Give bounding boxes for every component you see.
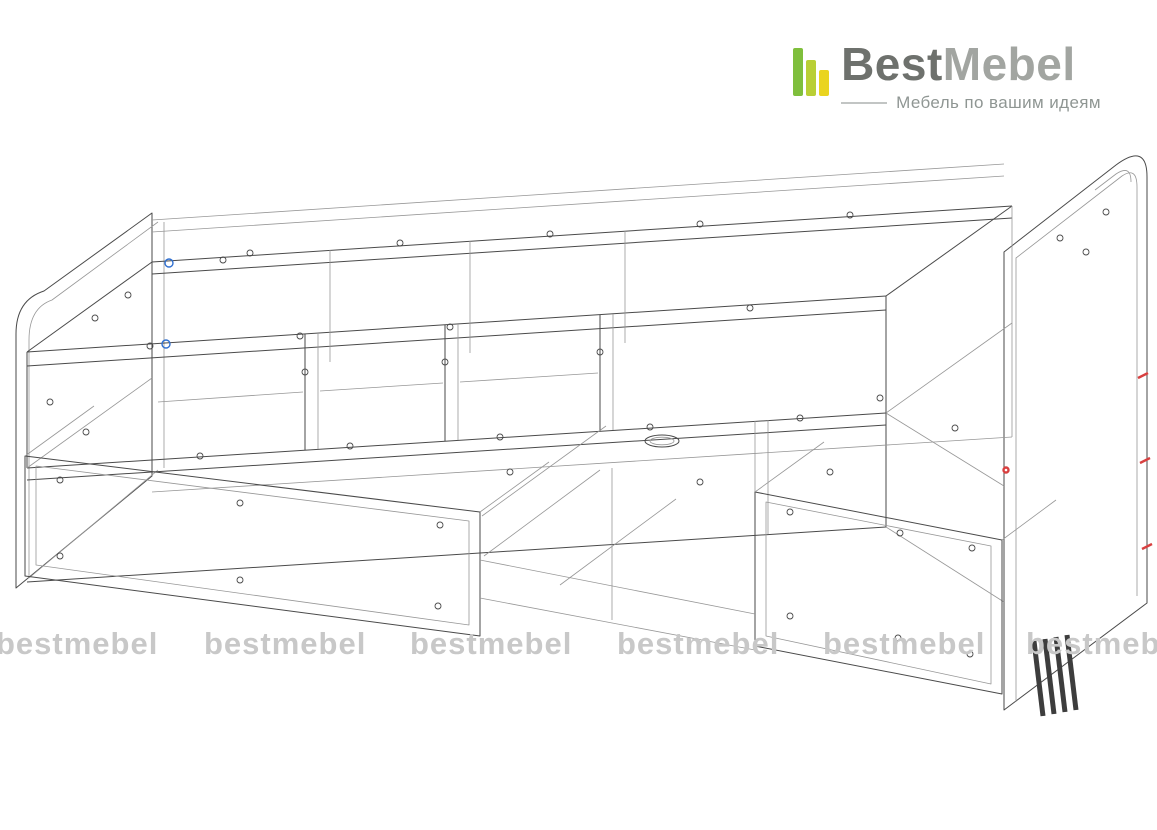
right-drawer (754, 441, 1057, 695)
tagline-rule (841, 102, 888, 105)
connector-marks-red (1002, 371, 1153, 551)
brand-name-secondary: Mebel (942, 38, 1076, 90)
right-side-panel (1003, 155, 1148, 711)
brand-tagline-row: Мебель по вашим идеям (841, 93, 1101, 113)
watermark-text: bestmebel (0, 626, 159, 661)
watermark-text: bestmebel (1026, 626, 1157, 661)
brand-name: BestMebel (841, 40, 1101, 88)
cable-grommet (644, 434, 680, 448)
brand-bar-yellow (819, 70, 830, 96)
connector-marks-blue (161, 258, 174, 349)
brand-tagline: Мебель по вашим идеям (896, 93, 1101, 113)
loose-slats (1031, 634, 1079, 717)
middle-compartment-lines (479, 425, 756, 651)
watermark-text: bestmebel (823, 626, 986, 661)
watermark-text: bestmebel (410, 626, 573, 661)
brand-bar-green (793, 48, 804, 96)
carcass-frame (26, 163, 1013, 603)
left-drawer (24, 405, 550, 637)
brand-bars-icon (793, 40, 830, 96)
watermark-text: bestmebel (204, 626, 367, 661)
brand-bar-lime (806, 60, 817, 96)
brand-name-primary: Best (841, 38, 943, 90)
shelf-dividers (157, 231, 769, 535)
fastener-marks (46, 208, 1110, 658)
watermark-text: bestmebel (617, 626, 780, 661)
left-side-panel (15, 212, 165, 589)
brand-logo: BestMebel Мебель по вашим идеям (793, 40, 1101, 113)
